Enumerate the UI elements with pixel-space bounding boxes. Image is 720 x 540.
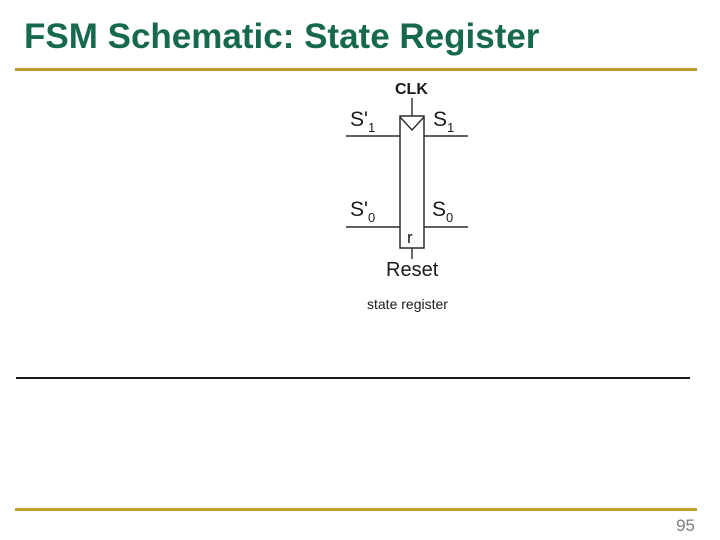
s0-prime-subscript: 0 [368, 210, 376, 225]
s0-base: S [432, 198, 447, 221]
reset-pin-label: r [407, 228, 413, 247]
s1-prime-label: S'1 [350, 108, 375, 135]
s1-label: S1 [433, 108, 454, 135]
s0-prime-base: S' [350, 198, 369, 221]
s1-subscript: 1 [447, 120, 455, 135]
s0-subscript: 0 [446, 210, 454, 225]
title-underline [15, 68, 697, 71]
clock-edge-triangle-icon [399, 116, 425, 132]
s1-prime-subscript: 1 [368, 120, 376, 135]
page-number: 95 [676, 516, 695, 535]
s1-base: S [433, 108, 448, 131]
s0-prime-label: S'0 [350, 198, 375, 225]
schematic-caption: state register [367, 296, 448, 312]
content-divider-line [16, 377, 690, 379]
s1-prime-base: S' [350, 108, 369, 131]
reset-label: Reset [386, 259, 439, 281]
footer-line [15, 508, 697, 511]
clk-label: CLK [395, 81, 428, 98]
page-title: FSM Schematic: State Register [24, 17, 540, 56]
s0-label: S0 [432, 198, 453, 225]
